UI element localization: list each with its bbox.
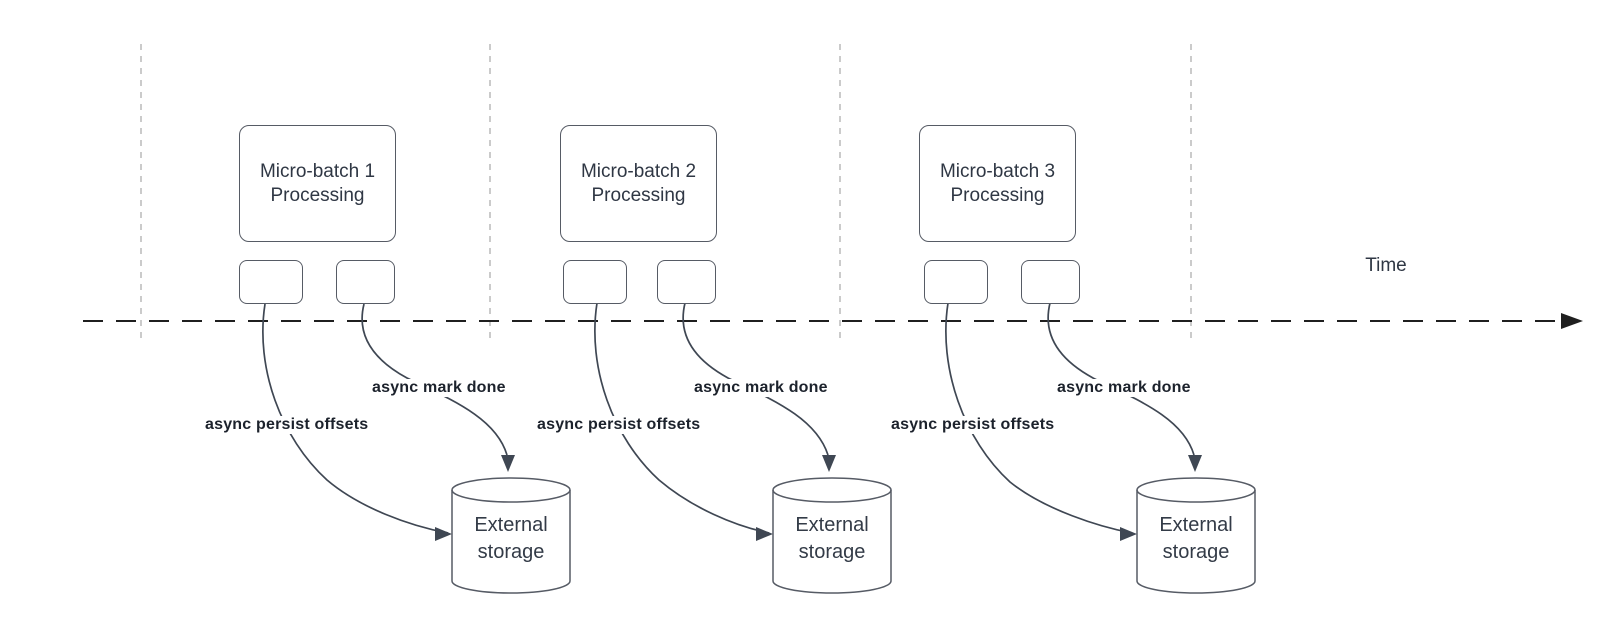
batch-1-persist-curve [262, 303, 449, 534]
batch-3-storage-label: External storage [1159, 514, 1233, 563]
batch-2-storage-label: External storage [795, 514, 869, 563]
batch-2-title: Micro-batch 2 Processing [580, 160, 697, 206]
batch-1-persist-arrowhead [435, 527, 452, 541]
batch-3-storage-cylinder [1136, 477, 1256, 594]
batch-2-commit-box [657, 260, 716, 304]
time-axis-label: Time [1365, 255, 1407, 276]
batch-2-done-label: async mark done [692, 379, 830, 397]
batch-2-storage-cylinder [772, 477, 892, 594]
batch-3-offset-box [924, 260, 988, 304]
batch-3-persist-arrowhead [1120, 527, 1137, 541]
batch-1-storage-label: External storage [474, 514, 548, 563]
batch-1-done-arrowhead [501, 455, 515, 472]
batch-1-commit-box [336, 260, 395, 304]
batch-1-done-label: async mark done [370, 379, 508, 397]
batch-3-done-label: async mark done [1055, 379, 1193, 397]
batch-1-offset-box [239, 260, 303, 304]
batch-1-storage-cylinder [451, 477, 571, 594]
batch-3-done-curve [1047, 302, 1195, 456]
batch-3-persist-curve [945, 302, 1133, 534]
time-axis-arrowhead [1561, 313, 1583, 329]
batch-2-persist-arrowhead [756, 527, 773, 541]
batch-2-persist-curve [594, 302, 770, 534]
batch-3-done-arrowhead [1188, 455, 1202, 472]
batch-2-done-curve [682, 302, 829, 456]
batch-2-offset-box [563, 260, 627, 304]
batch-2-done-arrowhead [822, 455, 836, 472]
batch-3-processing-box: Micro-batch 3 Processing [919, 125, 1076, 242]
batch-3-persist-label: async persist offsets [889, 416, 1057, 434]
batch-1-title: Micro-batch 1 Processing [259, 160, 376, 206]
batch-3-title: Micro-batch 3 Processing [939, 160, 1056, 206]
batch-2-processing-box: Micro-batch 2 Processing [560, 125, 717, 242]
batch-1-processing-box: Micro-batch 1 Processing [239, 125, 396, 242]
batch-3-commit-box [1021, 260, 1080, 304]
batch-1-done-curve [361, 303, 508, 456]
batch-1-persist-label: async persist offsets [203, 416, 371, 434]
batch-2-persist-label: async persist offsets [535, 416, 703, 434]
